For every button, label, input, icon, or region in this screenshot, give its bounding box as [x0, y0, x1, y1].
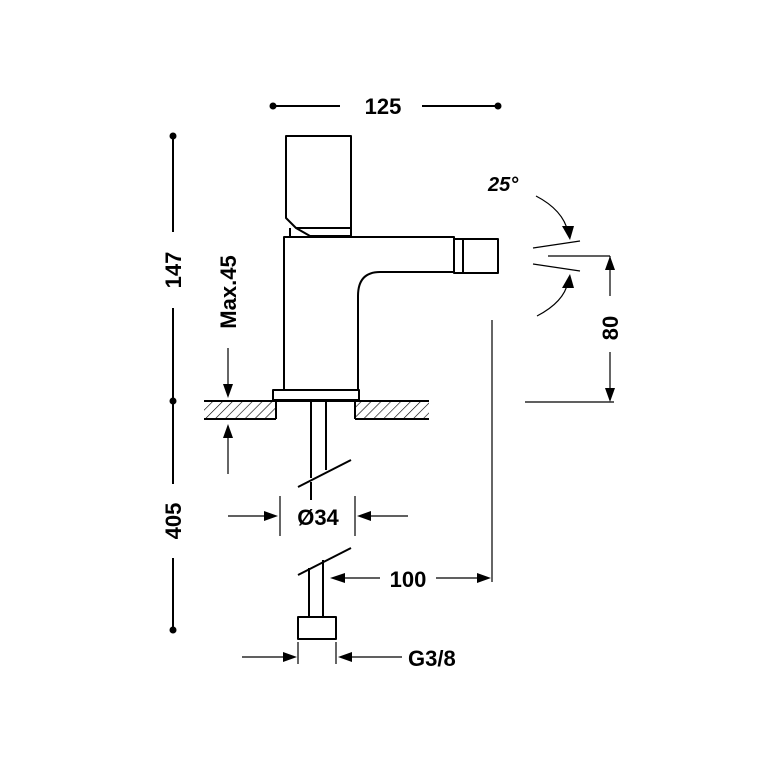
dimension-width-top-label: 125: [365, 94, 402, 119]
supply-hose: [297, 401, 352, 640]
hose-end-fitting: [297, 616, 337, 640]
dimension-height-left: 147 405: [161, 132, 186, 634]
mounting-deck: [204, 400, 429, 420]
dimension-height-upper-label: 147: [161, 252, 186, 289]
spray-angle: 25°: [487, 174, 610, 317]
dimension-diameter-label: Ø34: [297, 505, 339, 530]
dimension-spout-height: 80: [525, 256, 623, 403]
dimension-max-thickness-label: Max.45: [216, 255, 241, 328]
dimension-reach: 100: [330, 320, 493, 592]
spray-angle-label: 25°: [487, 174, 519, 196]
mixer-body: [272, 135, 499, 401]
mixer-main-body: [283, 236, 455, 391]
dimension-diameter: Ø34: [228, 496, 408, 536]
dimension-reach-label: 100: [390, 567, 427, 592]
dimension-height-lower-label: 405: [161, 503, 186, 540]
dimension-width-top: 125: [269, 94, 502, 119]
dimension-thread: G3/8: [242, 642, 456, 671]
lever-handle: [285, 135, 352, 237]
dimension-spout-height-label: 80: [598, 316, 623, 340]
dimension-max-thickness: Max.45: [216, 255, 241, 474]
spout-nozzle: [453, 238, 499, 274]
base-flange: [272, 389, 360, 401]
dimension-thread-label: G3/8: [408, 646, 456, 671]
